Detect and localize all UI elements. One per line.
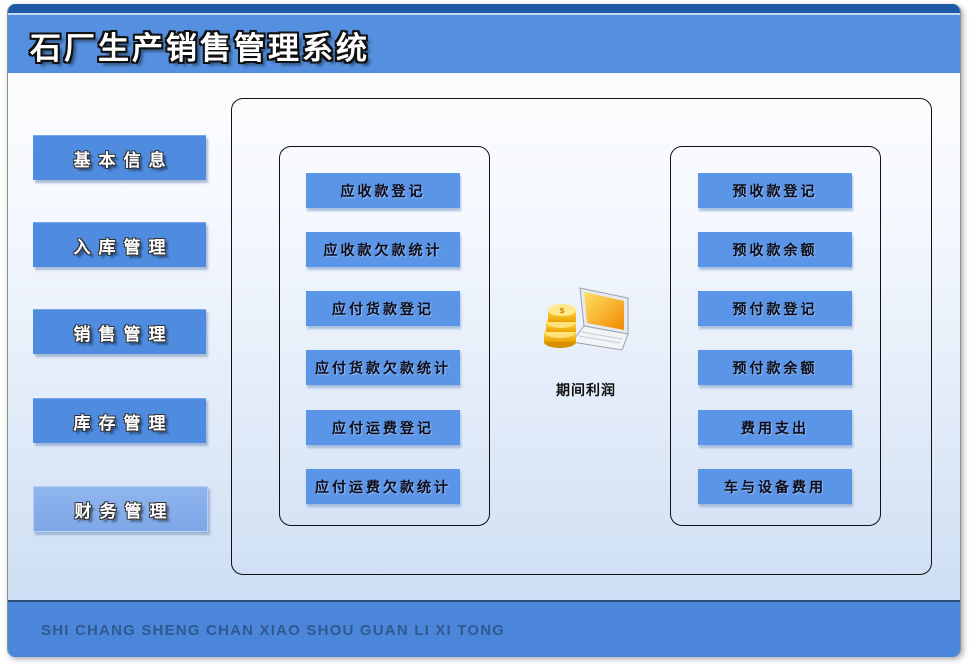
- payables-receivables-group: [279, 146, 490, 526]
- payable-goods-arrears-stats-button[interactable]: 应付货款欠款统计: [306, 350, 460, 385]
- window-top-strip: [8, 4, 960, 15]
- nav-label: 库存管理: [73, 413, 174, 434]
- finance-panel: [231, 98, 932, 575]
- nav-basic-info-button[interactable]: 基本信息: [33, 135, 206, 180]
- button-label: 应付货款欠款统计: [315, 360, 451, 377]
- nav-label: 销售管理: [73, 324, 174, 345]
- footer-pinyin-title: SHI CHANG SHENG CHAN XIAO SHOU GUAN LI X…: [41, 622, 506, 639]
- advance-receipt-balance-button[interactable]: 预收款余额: [698, 232, 852, 267]
- period-profit-label: 期间利润: [556, 383, 616, 399]
- button-label: 预收款余额: [732, 242, 818, 259]
- button-label: 应收款登记: [340, 183, 426, 200]
- vehicle-equipment-cost-button[interactable]: 车与设备费用: [698, 469, 852, 504]
- nav-finance-button[interactable]: 财务管理: [33, 486, 208, 532]
- expense-button[interactable]: 费用支出: [698, 410, 852, 445]
- nav-inbound-button[interactable]: 入库管理: [33, 222, 206, 267]
- footer-bar: SHI CHANG SHENG CHAN XIAO SHOU GUAN LI X…: [8, 600, 960, 657]
- header-bar: 石厂生产销售管理系统: [8, 15, 960, 73]
- nav-label: 基本信息: [73, 150, 174, 171]
- coins-laptop-icon: $: [544, 287, 629, 351]
- app-title: 石厂生产销售管理系统: [30, 31, 370, 67]
- button-label: 应付运费欠款统计: [315, 479, 451, 496]
- nav-inventory-button[interactable]: 库存管理: [33, 398, 206, 443]
- button-label: 预收款登记: [732, 183, 818, 200]
- nav-label: 入库管理: [73, 237, 174, 258]
- button-label: 应收款欠款统计: [323, 242, 443, 259]
- nav-sales-button[interactable]: 销售管理: [33, 309, 206, 354]
- button-label: 费用支出: [741, 420, 809, 437]
- payable-goods-register-button[interactable]: 应付货款登记: [306, 291, 460, 326]
- payable-freight-register-button[interactable]: 应付运费登记: [306, 410, 460, 445]
- button-label: 车与设备费用: [724, 479, 826, 496]
- prepayment-balance-button[interactable]: 预付款余额: [698, 350, 852, 385]
- prepayments-expenses-group: [670, 146, 881, 526]
- svg-text:$: $: [559, 306, 565, 315]
- advance-receipt-register-button[interactable]: 预收款登记: [698, 173, 852, 208]
- prepayment-register-button[interactable]: 预付款登记: [698, 291, 852, 326]
- receivable-register-button[interactable]: 应收款登记: [306, 173, 460, 208]
- main-window: 石厂生产销售管理系统 基本信息 入库管理 销售管理 库存管理 财务管理 应收款登…: [7, 4, 961, 657]
- receivable-arrears-stats-button[interactable]: 应收款欠款统计: [306, 232, 460, 267]
- period-profit-button[interactable]: $ 期间利润: [536, 280, 646, 400]
- button-label: 应付运费登记: [332, 420, 434, 437]
- button-label: 预付款登记: [732, 301, 818, 318]
- payable-freight-arrears-stats-button[interactable]: 应付运费欠款统计: [306, 469, 460, 504]
- button-label: 预付款余额: [732, 360, 818, 377]
- nav-label: 财务管理: [74, 501, 175, 522]
- button-label: 应付货款登记: [332, 301, 434, 318]
